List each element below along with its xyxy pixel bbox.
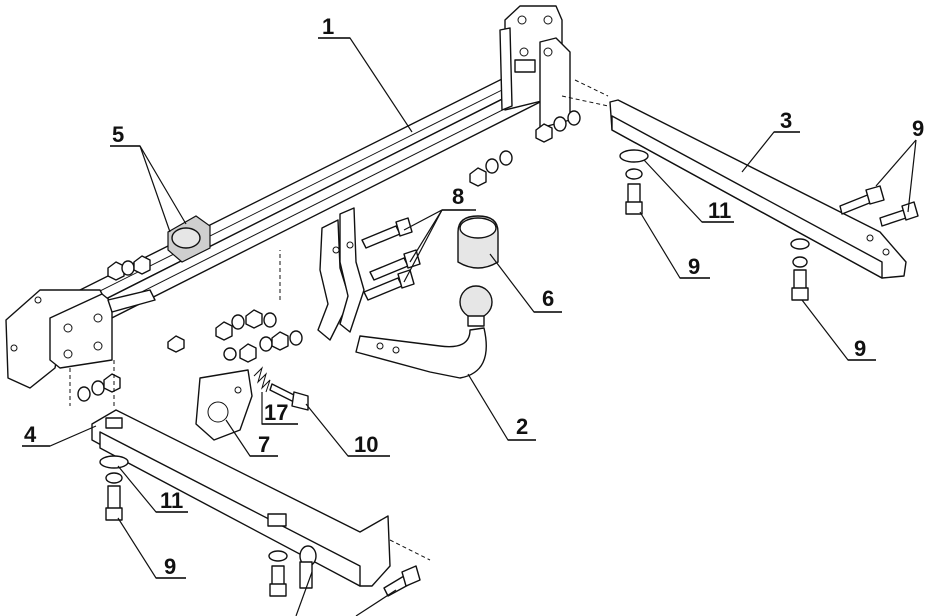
- callout-9-far-right: 9: [854, 336, 866, 361]
- nut-row-center: [167, 309, 303, 363]
- bolt-9-far-right: [839, 185, 919, 227]
- callout-1: 1: [322, 14, 334, 39]
- bolt-8a: [361, 217, 413, 249]
- callout-11-right: 11: [708, 198, 731, 223]
- bolt-9-bottom: [268, 550, 288, 597]
- left-end-plate: [5, 289, 156, 389]
- spring: [253, 366, 271, 393]
- callout-5: 5: [112, 122, 124, 147]
- right-side-rail: [609, 99, 907, 279]
- leader-lines: [22, 37, 917, 616]
- nut-row-left: [107, 255, 151, 281]
- nut-row-lower-left: [77, 373, 121, 402]
- washer-11-left: [99, 455, 129, 484]
- electrical-socket-plate: [195, 369, 253, 441]
- callout-7: 7: [258, 432, 270, 457]
- right-bracket: [499, 5, 571, 129]
- bolt-9-right-a: [625, 183, 643, 215]
- bolt-9-left: [105, 485, 123, 521]
- bolt-10: [269, 383, 309, 411]
- bolt-8c: [363, 269, 415, 301]
- callout-3: 3: [780, 108, 792, 133]
- bolt-9-right-b: [790, 238, 810, 301]
- washer-11-right: [619, 149, 649, 180]
- callout-2: 2: [516, 414, 528, 439]
- callout-9-right: 9: [688, 254, 700, 279]
- nut-row-right: [469, 110, 581, 187]
- left-side-rail: [91, 409, 391, 587]
- assembly-lines: [69, 79, 609, 561]
- callout-9-top-right: 9: [912, 116, 924, 141]
- callout-17: 17: [264, 400, 288, 425]
- callout-6: 6: [542, 286, 554, 311]
- callout-11-left: 11: [160, 488, 183, 513]
- rubber-bump-stop: [167, 215, 211, 263]
- callout-4: 4: [24, 422, 37, 447]
- center-hook-bracket: [317, 207, 365, 341]
- callout-labels: 1 5 8 6 2 3 9 11 9 9 4 17 7 10 11 9: [24, 14, 924, 579]
- hardware-nuts-washers: [77, 110, 581, 402]
- callout-10: 10: [354, 432, 378, 457]
- lower-fasteners: [99, 149, 919, 597]
- callout-9-left: 9: [164, 554, 176, 579]
- hitch-bolts: [361, 217, 421, 301]
- tow-ball-neck: [355, 285, 493, 379]
- ball-cover-cap: [457, 215, 499, 269]
- callout-8: 8: [452, 184, 464, 209]
